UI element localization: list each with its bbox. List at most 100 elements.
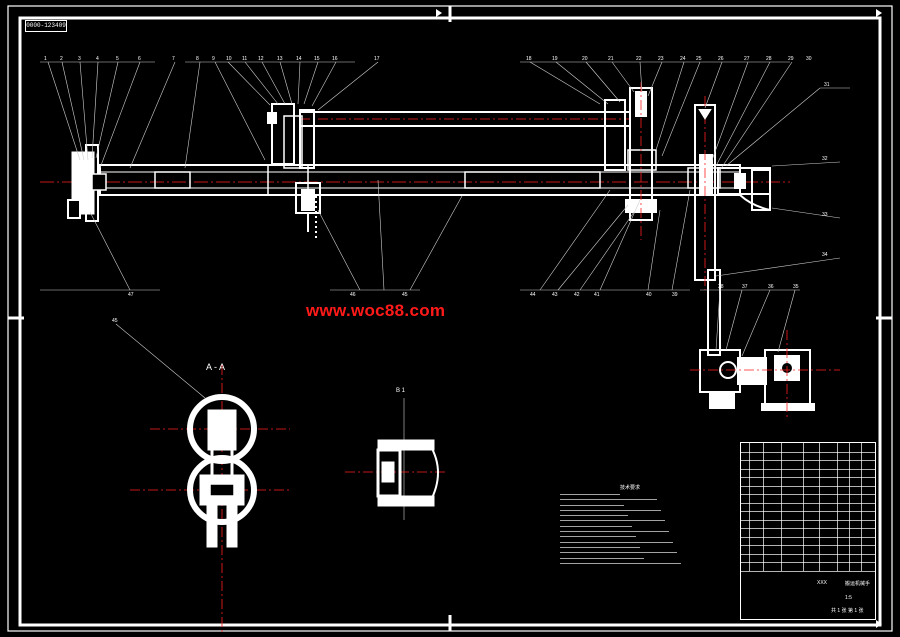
callout-43: 43 [552, 292, 558, 298]
callout-39: 39 [672, 292, 678, 298]
callout-33: 33 [822, 212, 828, 218]
title-block-row [741, 545, 875, 546]
right-column [687, 96, 721, 356]
title-block-row [741, 528, 875, 529]
callout-35: 35 [793, 284, 799, 290]
carriage-bracket [295, 182, 321, 240]
note-line [560, 515, 628, 517]
note-line [560, 541, 673, 543]
lower-beam [99, 164, 741, 196]
title-block-col [803, 443, 804, 571]
callout-40: 40 [646, 292, 652, 298]
callout-19: 19 [552, 56, 558, 62]
title-block-row [741, 460, 875, 461]
callout-27: 27 [744, 56, 750, 62]
top-leaders [40, 61, 850, 277]
technical-notes: 技术要求 [560, 484, 700, 568]
callout-5: 5 [116, 56, 119, 62]
callout-16: 16 [332, 56, 338, 62]
note-line [560, 499, 657, 501]
callout-46: 46 [350, 292, 356, 298]
callout-13: 13 [277, 56, 283, 62]
note-line [560, 520, 665, 522]
callout-6: 6 [138, 56, 141, 62]
title-block-row [741, 451, 875, 453]
callout-labels-bottom: 47 46 45 44 43 42 41 40 39 38 37 36 35 [128, 284, 799, 298]
notes-lines [560, 494, 700, 564]
section-label-a-a: A - A [206, 362, 226, 372]
callout-23: 23 [658, 56, 664, 62]
note-line [560, 509, 661, 511]
left-gripper [67, 144, 107, 222]
title-block-col [763, 443, 764, 571]
callout-1: 1 [44, 56, 47, 62]
callout-12: 12 [258, 56, 264, 62]
callout-15: 15 [314, 56, 320, 62]
middle-column [604, 82, 657, 240]
callout-3: 3 [78, 56, 81, 62]
callout-10: 10 [226, 56, 232, 62]
right-gripper [717, 167, 771, 211]
title-block-row [741, 511, 875, 512]
watermark-text: www.woc88.com [306, 301, 446, 320]
title-block-row [741, 485, 875, 487]
callout-14: 14 [296, 56, 302, 62]
callout-29: 29 [788, 56, 794, 62]
callout-labels-right: 32 33 34 [822, 156, 828, 258]
bottom-leaders [40, 179, 800, 357]
title-block-row [741, 519, 875, 521]
title-block-row [741, 502, 875, 504]
note-line [560, 562, 681, 564]
title-block-col [781, 443, 782, 571]
title-block-row [741, 477, 875, 478]
callout-22: 22 [636, 56, 642, 62]
callout-21: 21 [608, 56, 614, 62]
title-block: XXX 搬运机械手 1:5 共 1 张 第 1 张 [740, 442, 876, 620]
drawing-number: 0000-123409 [25, 20, 67, 32]
title-block-row [741, 468, 875, 470]
title-sheet-info: 共 1 张 第 1 张 [831, 608, 864, 614]
callout-9: 9 [212, 56, 215, 62]
title-drawing-name: 搬运机械手 [845, 581, 871, 587]
callout-labels-top: 1 2 3 4 5 6 7 8 9 10 11 12 13 14 15 16 1… [44, 56, 830, 88]
callout-31: 31 [824, 82, 830, 88]
section-view-a-a [115, 323, 290, 635]
callout-20: 20 [582, 56, 588, 62]
centering-marks [8, 6, 892, 631]
callout-24: 24 [680, 56, 686, 62]
title-block-row [741, 553, 875, 555]
note-line [560, 531, 669, 533]
notes-title: 技术要求 [619, 485, 640, 491]
callout-37: 37 [742, 284, 748, 290]
title-block-col [819, 443, 820, 571]
title-company: XXX [817, 580, 828, 586]
note-line [560, 494, 620, 495]
title-block-col [849, 443, 850, 571]
callout-42: 42 [574, 292, 580, 298]
callout-28: 28 [766, 56, 772, 62]
callout-11: 11 [242, 56, 247, 62]
title-scale: 1:5 [845, 595, 852, 601]
upper-rail [267, 103, 631, 169]
callout-18: 18 [526, 56, 532, 62]
note-line [560, 546, 640, 548]
callout-4: 4 [96, 56, 99, 62]
title-block-col [861, 443, 862, 571]
callout-47: 47 [128, 292, 134, 298]
callout-38: 38 [718, 284, 724, 290]
callout-25: 25 [696, 56, 702, 62]
callout-44: 44 [530, 292, 536, 298]
callout-41: 41 [594, 292, 600, 298]
callout-30: 30 [806, 56, 812, 62]
detail-view-b [345, 398, 445, 520]
title-block-row [741, 536, 875, 538]
title-block-col [749, 443, 750, 571]
callout-26: 26 [718, 56, 724, 62]
title-block-row [741, 570, 875, 572]
note-line [560, 557, 644, 559]
note-line [560, 504, 624, 506]
callout-7: 7 [172, 56, 175, 62]
note-line [560, 536, 636, 538]
corner-triangles [436, 9, 882, 628]
